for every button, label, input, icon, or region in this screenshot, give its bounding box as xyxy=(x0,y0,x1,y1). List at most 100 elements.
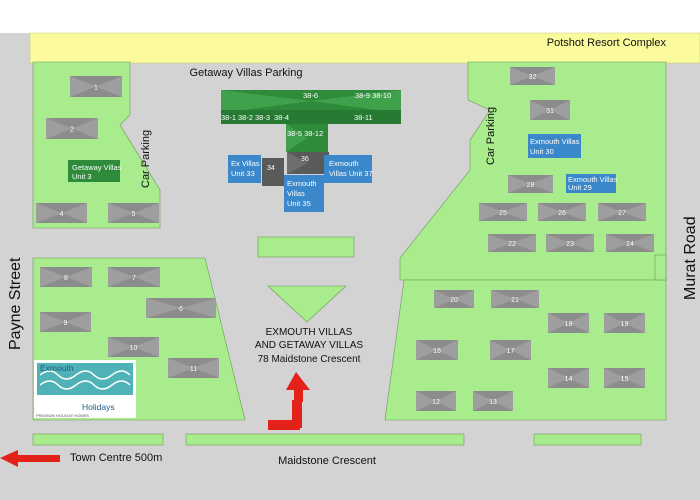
unit-6-label: 6 xyxy=(179,306,183,313)
unit-32-label: 32 xyxy=(529,74,537,81)
unit-7-label: 7 xyxy=(132,275,136,282)
villa-unit-30 xyxy=(528,134,581,158)
unit-22: 22 xyxy=(488,234,536,252)
unit-8-label: 8 xyxy=(64,275,68,282)
unit-18: 18 xyxy=(548,313,589,333)
villa-unit-37-l1: Exmouth xyxy=(329,159,359,168)
villa-unit-29-l2: Unit 29 xyxy=(568,183,592,192)
villa-unit-37 xyxy=(324,155,372,183)
unit-31-label: 31 xyxy=(546,108,554,115)
villa-unit-33-l2: Unit 33 xyxy=(231,169,255,178)
unit-18-label: 18 xyxy=(565,321,573,328)
unit-31: 31 xyxy=(530,100,570,120)
arrow-up-base2 xyxy=(268,420,300,430)
logo-line3: PREMIUM HOLIDAY HOMES xyxy=(36,413,89,418)
arrow-left-icon xyxy=(0,450,60,467)
unit-1-label: 1 xyxy=(94,85,98,92)
villa-38-11-label: 38-11 xyxy=(354,113,373,122)
lawn-top-right xyxy=(399,61,667,281)
unit-12: 12 xyxy=(416,391,456,411)
unit-13-label: 13 xyxy=(489,399,497,406)
unit-1: 1 xyxy=(70,76,122,97)
villa-unit-30-l2: Unit 30 xyxy=(530,147,554,156)
unit-9-label: 9 xyxy=(64,320,68,327)
unit-27: 27 xyxy=(598,203,646,221)
unit-6: 6 xyxy=(146,298,216,318)
villa-38-5-roofline xyxy=(286,124,307,152)
unit-4-label: 4 xyxy=(60,211,64,218)
unit-15-label: 15 xyxy=(621,376,629,383)
unit-2: 2 xyxy=(46,118,98,139)
unit-19: 19 xyxy=(604,313,645,333)
verge-right xyxy=(533,433,642,446)
unit-23: 23 xyxy=(546,234,594,252)
car-parking-right-label: Car Parking xyxy=(485,107,497,165)
unit-21: 21 xyxy=(491,290,539,308)
unit-24: 24 xyxy=(606,234,654,252)
lawn-right-thin xyxy=(654,254,667,281)
unit-25: 25 xyxy=(479,203,527,221)
villa-unit-35-l3: Unit 35 xyxy=(287,199,311,208)
villa-38-6-roofline xyxy=(221,90,311,113)
unit-28-label: 28 xyxy=(527,182,535,189)
unit-14-label: 14 xyxy=(565,376,573,383)
unit-36-label: 36 xyxy=(301,156,309,163)
villa-38-3-label: 38-3 xyxy=(255,113,270,122)
villa-unit-33-l1: Ex Villas xyxy=(231,159,260,168)
unit-36-roof xyxy=(287,152,308,174)
unit-9: 9 xyxy=(40,312,91,332)
unit-34 xyxy=(262,158,284,186)
villa-unit-29-l1: Exmouth Villas xyxy=(568,175,618,184)
villa-unit-30-l1: Exmouth Villas xyxy=(530,137,580,146)
unit-17-label: 17 xyxy=(507,348,515,355)
villa-38-1-label: 38-1 xyxy=(221,113,236,122)
unit-15: 15 xyxy=(604,368,645,388)
villa-38-6-label: 38-6 xyxy=(303,91,318,100)
unit-22-label: 22 xyxy=(508,241,516,248)
unit-5: 5 xyxy=(108,203,159,223)
center-line-3: 78 Maidstone Crescent xyxy=(258,354,361,365)
villa-getaway-3-l1: Getaway Villas xyxy=(72,163,122,172)
unit-5-label: 5 xyxy=(132,211,136,218)
villa-38-2-label: 38-2 xyxy=(238,113,253,122)
villa-unit-35-l1: Exmouth xyxy=(287,179,317,188)
center-line-2: AND GETAWAY VILLAS xyxy=(255,340,364,351)
unit-34-label: 34 xyxy=(267,165,275,172)
unit-2-label: 2 xyxy=(70,127,74,134)
unit-11-label: 11 xyxy=(190,366,197,373)
unit-17: 17 xyxy=(490,340,531,360)
verge-left xyxy=(32,433,164,446)
villa-unit-33 xyxy=(228,155,261,183)
unit-25-label: 25 xyxy=(499,210,507,217)
unit-14: 14 xyxy=(548,368,589,388)
villa-38-6-roofline2 xyxy=(311,90,401,113)
unit-19-label: 19 xyxy=(621,321,629,328)
villa-getaway-unit-3 xyxy=(68,160,120,182)
villa-unit-35-l2: Villas xyxy=(287,189,305,198)
villa-38-9-label: 38-9 38-10 xyxy=(355,91,391,100)
villa-unit-29 xyxy=(566,174,616,193)
logo-line1: Exmouth xyxy=(40,363,74,373)
unit-32: 32 xyxy=(510,67,555,85)
villa-38-4-label: 38-4 xyxy=(274,113,289,122)
unit-11: 11 xyxy=(168,358,219,378)
street-maidstone: Maidstone Crescent xyxy=(278,455,376,467)
parking-top-label: Getaway Villas Parking xyxy=(190,67,303,79)
logo-exmouth-holidays: Exmouth Holidays PREMIUM HOLIDAY HOMES xyxy=(34,360,136,418)
unit-24-label: 24 xyxy=(626,241,634,248)
lawn-center-strip xyxy=(257,236,355,258)
lawn-triangle xyxy=(267,285,347,323)
villa-38-row xyxy=(221,110,401,124)
car-parking-left-label: Car Parking xyxy=(140,130,152,188)
unit-8: 8 xyxy=(40,267,92,287)
villa-unit-37-l2: Villas Unit 37 xyxy=(329,169,373,178)
unit-16-label: 16 xyxy=(433,348,441,355)
unit-13: 13 xyxy=(473,391,513,411)
logo-line2: Holidays xyxy=(82,402,115,412)
unit-20-label: 20 xyxy=(450,297,458,304)
unit-16: 16 xyxy=(416,340,458,360)
verge-center xyxy=(185,433,465,446)
street-payne: Payne Street xyxy=(7,257,24,350)
unit-10-label: 10 xyxy=(130,345,138,352)
